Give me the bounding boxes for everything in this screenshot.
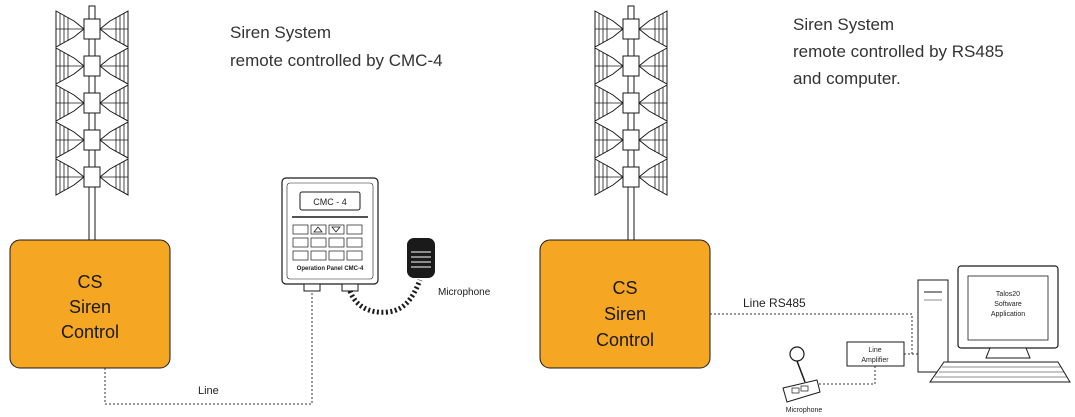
- left-line: Line: [104, 291, 313, 405]
- right-microphone-label: Microphone: [786, 407, 823, 414]
- screen-line1: Talos20: [996, 291, 1020, 298]
- cmc4-panel: CMC - 4 Operation Panel CMC-4: [281, 177, 379, 292]
- cmc4-panel-label: Operation Panel CMC-4: [297, 266, 364, 272]
- left-control-box-line3: Control: [61, 322, 119, 342]
- right-control-box-line1: CS: [612, 278, 637, 298]
- microphone-icon: [407, 238, 435, 278]
- amplifier-label-1: Line: [868, 347, 881, 354]
- microphone-cable: [347, 279, 423, 315]
- monitor-icon: Talos20 Software Application: [957, 265, 1059, 359]
- keyboard-icon: [929, 361, 1071, 383]
- desk-microphone-icon: [782, 346, 821, 403]
- right-title-line2: remote controlled by RS485: [793, 42, 1004, 61]
- cmc4-display: CMC - 4: [313, 197, 347, 207]
- rs485-line: Line RS485: [710, 296, 918, 385]
- amplifier-label-2: Amplifier: [861, 357, 889, 364]
- line-amplifier: Line Amplifier: [846, 341, 905, 367]
- rs485-line-label: Line RS485: [743, 296, 806, 310]
- left-control-box-line1: CS: [77, 272, 102, 292]
- right-siren-tower: [595, 6, 667, 241]
- left-siren-tower: [56, 6, 128, 241]
- screen-line3: Application: [991, 311, 1025, 318]
- right-title-line1: Siren System: [793, 15, 894, 34]
- left-title-line1: Siren System: [230, 23, 331, 42]
- left-microphone-label: Microphone: [438, 287, 491, 298]
- right-title-line3: and computer.: [793, 69, 901, 88]
- screen-line2: Software: [994, 301, 1022, 308]
- right-control-box-line2: Siren: [604, 304, 646, 324]
- left-line-label: Line: [198, 385, 219, 397]
- left-title-line2: remote controlled by CMC-4: [230, 51, 443, 70]
- left-control-box: CS Siren Control: [9, 239, 171, 369]
- right-control-box-line3: Control: [596, 330, 654, 350]
- computer-tower-icon: [917, 279, 949, 373]
- left-control-box-line2: Siren: [69, 297, 111, 317]
- right-control-box: CS Siren Control: [539, 239, 711, 369]
